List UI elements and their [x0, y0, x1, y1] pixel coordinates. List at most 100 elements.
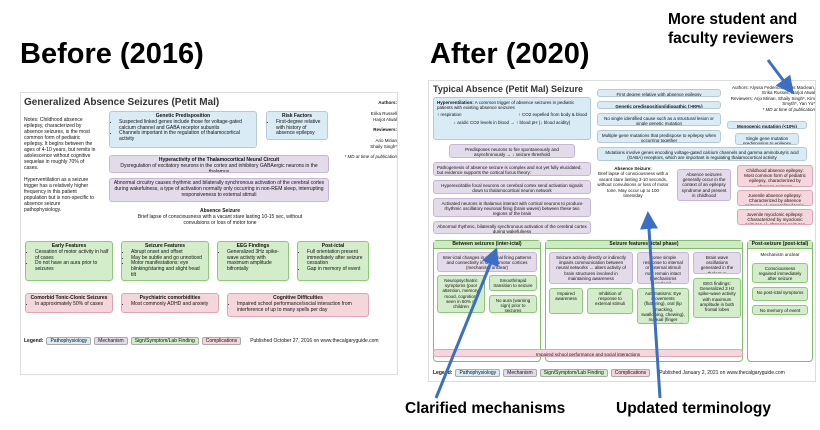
seizure-activity-box: Seizure activity directly or indirectly …: [549, 252, 633, 284]
hyperactivity-box: Hyperactivity of the Thalamocortical Neu…: [109, 155, 329, 173]
reviewers-label: Reviewers:: [373, 127, 397, 133]
hyperexcitable-box: Hyperexcitable focal neurons on cerebral…: [433, 180, 591, 194]
cog-item: Impaired school performance/social inter…: [237, 301, 365, 314]
postictal-item: Gap in memory of event: [307, 266, 365, 273]
genetic-item: Channels important in the regulation of …: [119, 130, 253, 143]
risk-title: Risk Factors: [281, 113, 312, 119]
psych-item: Most commonly ADHD and anxiety: [131, 301, 215, 308]
no-aura-box: No aura (warning sign) prior to seizures: [489, 295, 537, 313]
cog-title: Cognitive Difficulties: [273, 295, 323, 301]
simple-response-box: Some simple response to internal or exte…: [637, 252, 689, 284]
legend-mechanism: Mechanism: [503, 369, 537, 377]
after-guide-page: Typical Absence (Petit Mal) Seizure Hype…: [428, 80, 816, 382]
before-notes: Notes: Childhood absence epilepsy, chara…: [24, 117, 96, 213]
post-title: Post-seizure (post-ictal): [748, 241, 812, 249]
abnormal-rhythmic-box: Abnormal rhythmic, bilaterally synchrono…: [433, 221, 591, 234]
genetic-predisposition-box: Genetic Predisposition Suspected linked …: [109, 111, 257, 148]
faculty-note: * MD at time of publication: [762, 106, 815, 112]
brain-wave-box: Brain wave oscillations generated in the…: [693, 252, 741, 274]
between-seizures-section: Between seizures (inter-ictal) Inter-ict…: [433, 240, 541, 362]
published-text: Published January 2, 2021 on www.thecalg…: [659, 370, 785, 376]
juvenile-absence-box: Juvenile absence epilepsy: Characterized…: [737, 190, 813, 206]
legend-pathophysiology: Pathophysiology: [455, 369, 501, 377]
early-item: Do not have an aura prior to seizures: [35, 260, 109, 273]
juvenile-myoclonic-box: Juvenile myoclonic epilepsy: Characteriz…: [737, 209, 813, 225]
hyper-title: Hyperventilation:: [437, 100, 474, 105]
genetic-predisposition-box: Genetic predisposition/idiopathic (>90%): [597, 101, 721, 109]
psych-title: Psychiatric comorbidities: [139, 295, 201, 301]
hyperventilation-box: Hyperventilation: A common trigger of ab…: [433, 97, 591, 140]
absence-text: Brief lapse of consciousness with a vaca…: [137, 214, 303, 226]
reviewers-text: Ario Mirian Shaily Singh*: [370, 138, 397, 149]
seizure-item: Abrupt onset and offset: [131, 249, 205, 256]
before-guide-page: Generalized Absence Seizures (Petit Mal)…: [20, 92, 398, 375]
first-degree-box: First degree relative with absence epile…: [597, 89, 721, 97]
genetic-title: Genetic Predisposition: [155, 113, 211, 119]
arrow-to-reviewers: [766, 59, 794, 95]
absence-generally-box: Absence seizures generally occur in the …: [677, 169, 731, 201]
comorbid-box: Comorbid Tonic-Clonic Seizures In approx…: [25, 293, 113, 313]
hyper-title: Hyperactivity of the Thalamocortical Neu…: [158, 157, 280, 163]
seizure-title: Seizure Features: [144, 243, 186, 249]
hyper-text: Dysregulation of excitatory neurons in t…: [120, 162, 318, 173]
abnormal-text: Abnormal circuitry causes rhythmic and b…: [113, 180, 325, 198]
seizure-item: Motor manifestations: eye blinking/stari…: [131, 260, 205, 278]
risk-item: First-degree relative with history of ab…: [276, 119, 324, 137]
multiple-genes-box: Multiple gene mutations that predispose …: [597, 130, 721, 143]
postictal-item: Full orientation present immediately aft…: [307, 249, 365, 267]
comorbid-title: Comorbid Tonic-Clonic Seizures: [30, 295, 108, 301]
smooth-transition-box: Smooth/rapid transition to seizure: [489, 275, 537, 291]
notes-text: Notes: Childhood absence epilepsy, chara…: [24, 117, 96, 171]
legend-sign-symptom: Sign/Symptom/Lab Finding: [130, 337, 199, 345]
single-gene-box: Single gene mutation predisposing to epi…: [735, 133, 799, 145]
hyperventilation-note: Hyperventilation as a seizure trigger ha…: [24, 177, 95, 213]
cognitive-box: Cognitive Difficulties Impaired school p…: [227, 293, 369, 317]
early-title: Early Features: [51, 243, 87, 249]
after-heading: After (2020): [430, 38, 590, 70]
seizure-item: May be subtle and go unnoticed: [131, 255, 205, 262]
seizure-features-section: Seizure features (ictal phase) Seizure a…: [545, 240, 743, 362]
absence-title: Absence Seizure:: [614, 166, 652, 171]
before-heading: Before (2016): [20, 38, 204, 70]
mechanism-unclear-text: Mechanism unclear: [760, 252, 800, 257]
post-ictal-box: Post-ictal Full orientation present imme…: [297, 241, 369, 281]
risk-factors-box: Risk Factors First-degree relative with …: [266, 111, 328, 140]
predispose-box: Predisposes neurons to fire spontaneousl…: [449, 144, 575, 158]
no-single-cause-box: No single identified cause such as a str…: [597, 113, 721, 126]
before-authors-block: Authors: Erika Russell Harjot Atwal Revi…: [343, 95, 397, 160]
pathogenesis-box: Pathogenesis of absence seizure is compl…: [433, 162, 591, 176]
abnormal-circuitry-box: Abnormal circuitry causes rhythmic and b…: [109, 178, 329, 202]
comorbid-item: In approximately 50% of cases: [35, 301, 109, 308]
impaired-awareness-box: Impaired awareness: [549, 288, 583, 314]
legend-complications: Complications: [201, 337, 242, 345]
legend-sign-symptom: Sign/Symptom/Lab Finding: [539, 369, 608, 377]
arrow-to-mechanisms: [434, 247, 499, 399]
genetic-item: Suspected linked genes include those for…: [119, 119, 253, 132]
eeg-findings-box: EEG findings: Generalized 3 Hz spike-wav…: [693, 278, 741, 318]
postictal-title: Post-ictal: [321, 243, 345, 249]
automatisms-box: Automatisms: Eye movements (fluttering),…: [637, 288, 689, 324]
no-memory-box: No memory of event: [752, 305, 808, 315]
legend-pathophysiology: Pathophysiology: [46, 337, 92, 345]
seizure-features-box: Seizure Features Abrupt onset and offset…: [121, 241, 209, 281]
no-postictal-box: No post-ictal symptoms: [752, 287, 808, 301]
absence-seizure-block: Absence Seizure: Brief lapse of consciou…: [597, 166, 669, 198]
absence-title: Absence Seizure: [199, 208, 241, 214]
reviewers-text: Reviewers: Arjo Mirian, Shaily Singh*, K…: [730, 95, 815, 107]
before-doc-title: Generalized Absence Seizures (Petit Mal): [24, 97, 220, 108]
monogenic-box: Monogenic mutation (<10%): [727, 121, 807, 129]
terminology-annotation: Updated terminology: [616, 400, 772, 417]
consciousness-box: Consciousness regained immediately after…: [752, 263, 808, 283]
authors-label: Authors:: [378, 100, 397, 106]
seizure-title: Seizure features (ictal phase): [546, 241, 742, 249]
hyper-text: A common trigger of absence seizures in …: [437, 100, 575, 111]
arrow-to-terminology: [639, 211, 662, 399]
childhood-epilepsy-box: Childhood absence epilepsy: Most common …: [737, 165, 813, 187]
inhibition-box: Inhibition of response to external stimu…: [587, 288, 633, 314]
early-item: Cessation of motor activity in half of c…: [35, 249, 109, 262]
eeg-item: Generalized 3Hz spike-wave activity with…: [227, 249, 285, 273]
reviewers-annotation: More student and faculty reviewers: [668, 11, 798, 48]
before-legend: Legend: Pathophysiology Mechanism Sign/S…: [24, 337, 379, 345]
eeg-title: EEG Findings: [236, 243, 270, 249]
published-text: Published October 27, 2016 on www.thecal…: [250, 338, 379, 344]
